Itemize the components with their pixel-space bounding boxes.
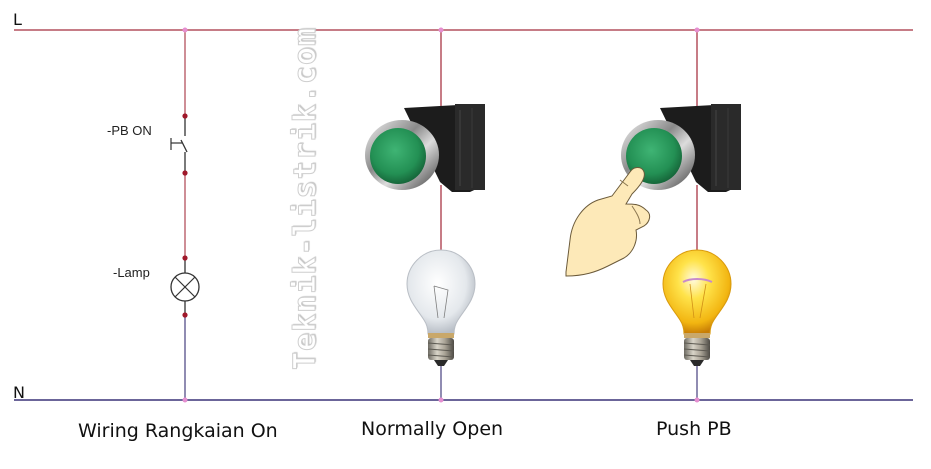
lamp-label: -Lamp [113,265,150,280]
terminal-dot [182,170,188,176]
line-rail-label: L [13,10,22,29]
lamp-symbol [170,272,200,302]
caption-normally-open: Normally Open [361,418,504,440]
switch-label: -PB ON [107,123,152,138]
terminal-dot [182,113,188,119]
bulb-on [662,249,732,366]
neutral-rail-label: N [13,383,25,402]
terminal-dot [182,255,188,261]
bulb-off [406,249,476,366]
pushbutton-released [365,104,485,192]
pushbutton-symbol [170,138,188,153]
terminal-dot [182,312,188,318]
junction-dots [182,27,700,403]
schematic-branch [170,30,200,400]
caption-push-pb: Push PB [656,418,732,440]
watermark: Teknik-listrik.com [288,26,324,370]
hand-icon [565,167,651,277]
caption-wiring: Wiring Rangkaian On [78,420,278,442]
